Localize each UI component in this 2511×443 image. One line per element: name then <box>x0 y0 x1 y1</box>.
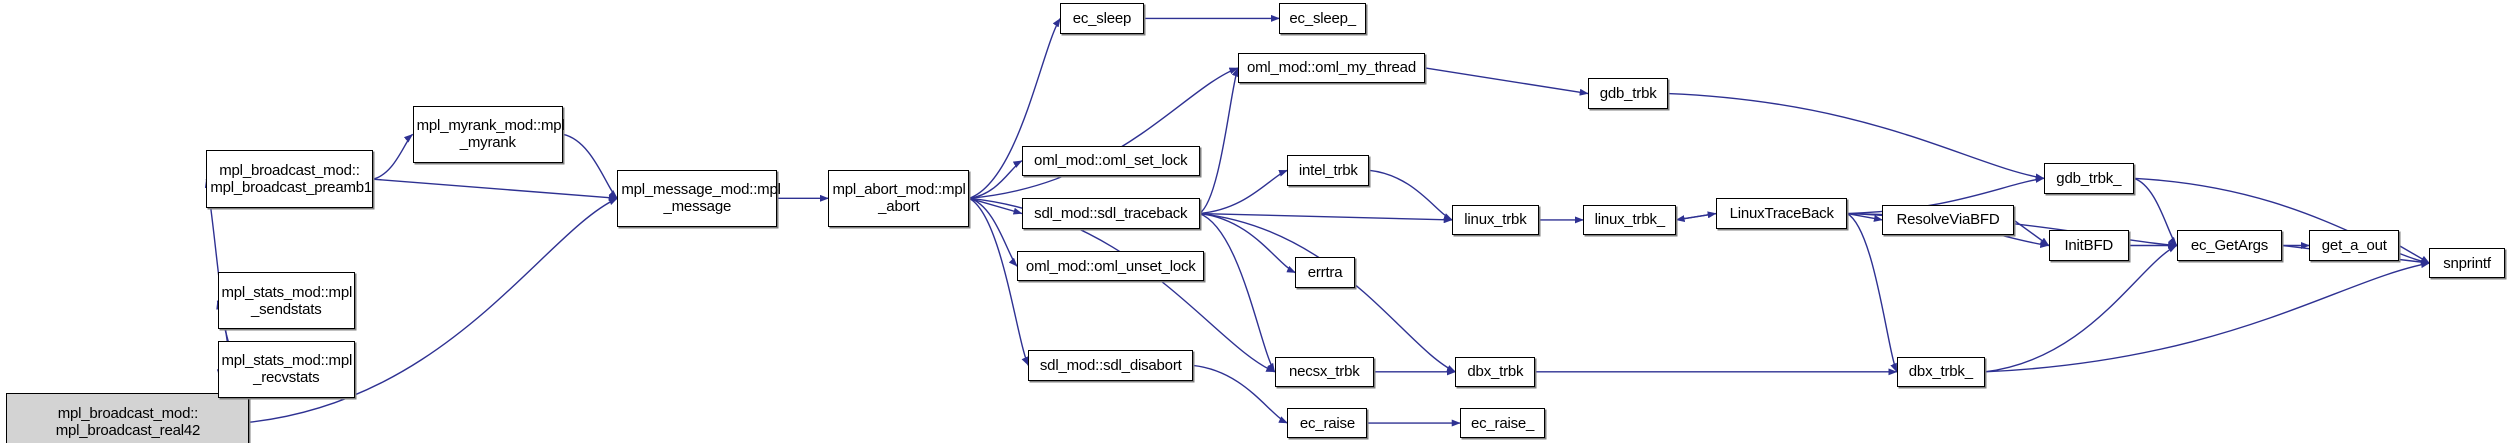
graph-node-label: errtra <box>1307 264 1343 282</box>
graph-node-mpl_broadcast_preamb1[interactable]: mpl_broadcast_mod:: mpl_broadcast_preamb… <box>206 150 373 208</box>
graph-node-ec_sleep[interactable]: ec_sleep <box>1060 3 1144 34</box>
graph-node-label: oml_mod::oml_my_thread <box>1246 59 1416 77</box>
graph-node-label: intel_trbk <box>1298 161 1358 179</box>
graph-node-LinuxTraceBack[interactable]: LinuxTraceBack <box>1716 198 1848 229</box>
graph-node-linux_trbk_[interactable]: linux_trbk_ <box>1583 204 1677 236</box>
graph-node-gdb_trbk_[interactable]: gdb_trbk_ <box>2043 163 2134 194</box>
graph-node-mpl_myrank[interactable]: mpl_myrank_mod::mpl _myrank <box>412 105 565 164</box>
graph-node-label: ec_raise_ <box>1470 414 1535 432</box>
graph-node-dbx_trbk_[interactable]: dbx_trbk_ <box>1896 356 1985 388</box>
graph-node-label: oml_mod::oml_unset_lock <box>1025 257 1196 275</box>
graph-node-sdl_traceback[interactable]: sdl_mod::sdl_traceback <box>1021 198 1200 229</box>
graph-node-label: LinuxTraceBack <box>1729 205 1834 222</box>
graph-node-dbx_trbk[interactable]: dbx_trbk <box>1455 356 1536 388</box>
graph-node-label: dbx_trbk_ <box>1908 363 1973 381</box>
graph-node-label: linux_trbk <box>1464 211 1527 229</box>
graph-node-ec_GetArgs[interactable]: ec_GetArgs <box>2176 230 2283 261</box>
graph-node-label: linux_trbk_ <box>1594 211 1666 229</box>
graph-node-label: InitBFD <box>2064 236 2114 254</box>
graph-node-label: mpl_message_mod::mpl _message <box>621 181 781 216</box>
graph-node-gdb_trbk[interactable]: gdb_trbk <box>1588 78 1669 109</box>
graph-node-label: ec_sleep_ <box>1289 9 1356 27</box>
graph-node-label: gdb_trbk <box>1599 85 1657 103</box>
graph-node-label: mpl_abort_mod::mpl _abort <box>832 181 966 216</box>
graph-node-label: ResolveViaBFD <box>1896 211 2000 229</box>
graph-node-label: mpl_stats_mod::mpl _recvstats <box>221 352 353 387</box>
graph-node-label: sdl_mod::sdl_disabort <box>1039 356 1182 374</box>
graph-node-label: dbx_trbk <box>1467 363 1524 381</box>
graph-node-label: snprintf <box>2443 254 2491 272</box>
graph-node-ResolveViaBFD[interactable]: ResolveViaBFD <box>1882 204 2014 236</box>
graph-node-label: ec_GetArgs <box>2190 236 2269 254</box>
graph-node-sdl_disabort[interactable]: sdl_mod::sdl_disabort <box>1028 350 1194 381</box>
graph-node-snprintf[interactable]: snprintf <box>2429 247 2505 279</box>
graph-node-mpl_recvstats[interactable]: mpl_stats_mod::mpl _recvstats <box>217 340 356 399</box>
graph-node-label: gdb_trbk_ <box>2056 169 2122 187</box>
graph-node-get_a_out[interactable]: get_a_out <box>2309 230 2400 261</box>
graph-node-oml_unset_lock[interactable]: oml_mod::oml_unset_lock <box>1017 251 1205 282</box>
graph-node-label: mpl_stats_mod::mpl _sendstats <box>221 283 353 318</box>
graph-node-label: mpl_myrank_mod::mpl _myrank <box>416 117 565 152</box>
graph-node-label: get_a_out <box>2321 236 2387 254</box>
graph-node-label: necsx_trbk <box>1288 363 1360 381</box>
graph-node-label: ec_sleep <box>1072 9 1132 27</box>
graph-node-oml_my_thread[interactable]: oml_mod::oml_my_thread <box>1237 52 1426 84</box>
graph-node-mpl_abort[interactable]: mpl_abort_mod::mpl _abort <box>828 169 970 228</box>
graph-node-mpl_message[interactable]: mpl_message_mod::mpl _message <box>617 169 781 228</box>
graph-node-mpl_sendstats[interactable]: mpl_stats_mod::mpl _sendstats <box>217 271 356 330</box>
graph-node-InitBFD[interactable]: InitBFD <box>2048 230 2129 261</box>
graph-node-mpl_broadcast_real42[interactable]: mpl_broadcast_mod:: mpl_broadcast_real42 <box>6 393 250 443</box>
graph-node-oml_set_lock[interactable]: oml_mod::oml_set_lock <box>1021 145 1200 176</box>
graph-node-necsx_trbk[interactable]: necsx_trbk <box>1274 356 1374 388</box>
graph-node-ec_raise[interactable]: ec_raise <box>1287 407 1368 439</box>
graph-node-label: oml_mod::oml_set_lock <box>1034 152 1188 170</box>
graph-node-label: ec_raise <box>1299 414 1356 432</box>
graph-node-intel_trbk[interactable]: intel_trbk <box>1287 155 1370 186</box>
graph-node-label: sdl_mod::sdl_traceback <box>1034 205 1188 222</box>
graph-node-ec_sleep_[interactable]: ec_sleep_ <box>1279 3 1366 34</box>
graph-node-label: mpl_broadcast_mod:: mpl_broadcast_real42 <box>55 405 201 440</box>
graph-node-errtra[interactable]: errtra <box>1295 257 1355 288</box>
graph-node-ec_raise_[interactable]: ec_raise_ <box>1460 407 1545 439</box>
graph-node-label: mpl_broadcast_mod:: mpl_broadcast_preamb… <box>210 162 373 197</box>
graph-node-linux_trbk[interactable]: linux_trbk <box>1452 204 1539 236</box>
